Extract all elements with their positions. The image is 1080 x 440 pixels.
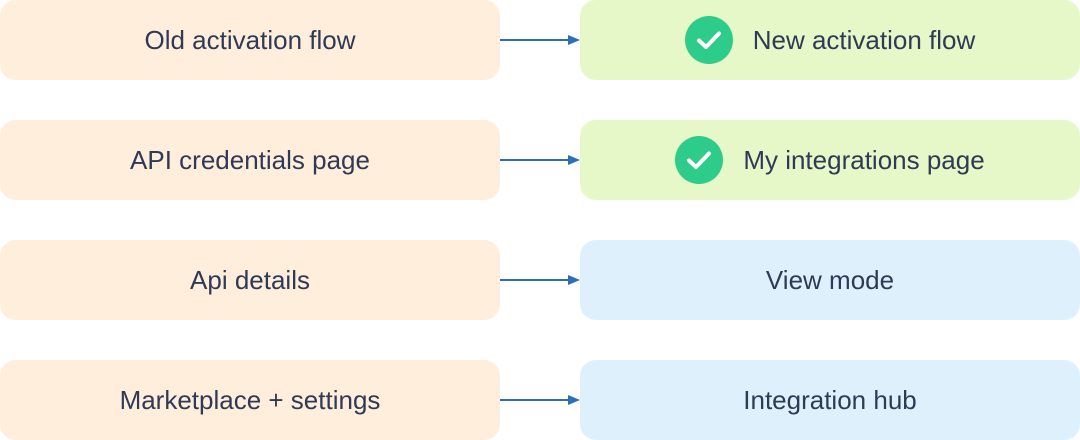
- new-item-label: Integration hub: [743, 384, 917, 415]
- old-item-box: Api details: [0, 240, 500, 320]
- check-circle-icon: [675, 136, 724, 184]
- mapping-row: Old activation flow New activation flow: [0, 0, 1080, 80]
- old-item-box: Old activation flow: [0, 0, 500, 80]
- old-item-label: Api details: [190, 264, 310, 295]
- arrow-right-icon: [500, 35, 580, 45]
- arrow-right-icon: [500, 395, 580, 405]
- new-item-label: My integrations page: [743, 144, 985, 175]
- new-item-box: View mode: [580, 240, 1080, 320]
- new-item-box: Integration hub: [580, 360, 1080, 440]
- old-item-box: API credentials page: [0, 120, 500, 200]
- old-item-label: Old activation flow: [144, 24, 356, 55]
- old-item-label: API credentials page: [130, 144, 370, 175]
- arrow-right-icon: [500, 155, 580, 165]
- new-item-box: My integrations page: [580, 120, 1080, 200]
- mapping-row: Marketplace + settings Integration hub: [0, 360, 1080, 440]
- arrow-right-icon: [500, 275, 580, 285]
- mapping-row: API credentials page My integrations pag…: [0, 120, 1080, 200]
- new-item-box: New activation flow: [580, 0, 1080, 80]
- old-item-box: Marketplace + settings: [0, 360, 500, 440]
- check-circle-icon: [684, 16, 733, 64]
- mapping-row: Api details View mode: [0, 240, 1080, 320]
- old-item-label: Marketplace + settings: [119, 384, 381, 415]
- new-item-label: View mode: [765, 264, 895, 295]
- new-item-label: New activation flow: [752, 24, 976, 55]
